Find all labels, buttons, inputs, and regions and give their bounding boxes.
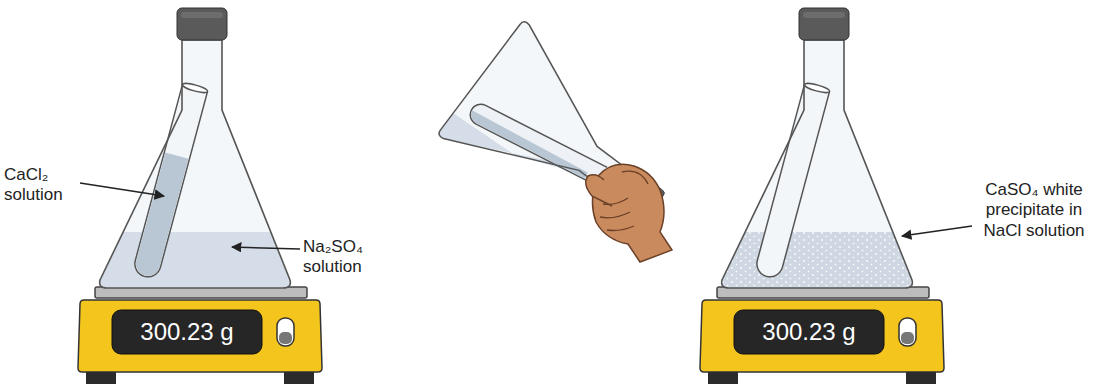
hand: [586, 164, 672, 262]
scale-reading: 300.23 g: [734, 316, 884, 348]
leader-line: [902, 226, 972, 236]
scale-reading: 300.23 g: [112, 316, 262, 348]
solution-label: CaCl₂ solution: [4, 165, 80, 206]
scale-before: [78, 287, 322, 384]
flask-after: [722, 8, 913, 288]
precipitate-label: CaSO₄ white precipitate in NaCl solution: [975, 180, 1093, 241]
flask-before: [100, 8, 291, 288]
scale-after: [700, 287, 944, 384]
solution-label: Na₂SO₄ solution: [303, 237, 393, 278]
leader-line: [80, 183, 164, 196]
tilted-flask: [437, 20, 697, 265]
leader-line: [232, 247, 300, 249]
